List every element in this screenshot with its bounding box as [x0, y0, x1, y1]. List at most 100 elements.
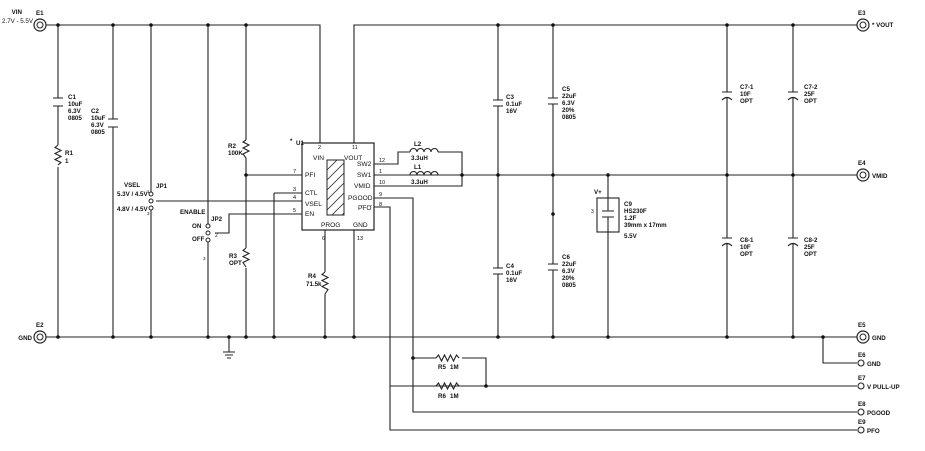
terminal-e1[interactable]: E1 VIN 2.7V - 5.5V — [2, 9, 47, 32]
svg-text:1: 1 — [379, 169, 382, 175]
svg-text:C7-2: C7-2 — [804, 84, 818, 91]
svg-text:4.8V / 4.5V: 4.8V / 4.5V — [117, 206, 148, 213]
svg-text:CTL: CTL — [305, 190, 318, 197]
svg-text:3: 3 — [147, 211, 150, 216]
svg-text:L2: L2 — [414, 141, 422, 148]
svg-text:R3: R3 — [229, 253, 237, 260]
jumper-jp2[interactable]: ENABLE JP2 ON OFF 2 3 — [180, 209, 223, 261]
svg-text:6.3V: 6.3V — [562, 100, 576, 107]
svg-text:PFO: PFO — [358, 205, 372, 212]
svg-text:100K: 100K — [228, 150, 243, 157]
terminal-e5-ref: E5 — [858, 322, 866, 329]
svg-text:VMID: VMID — [354, 183, 371, 190]
svg-text:3: 3 — [591, 209, 594, 215]
svg-text:SW1: SW1 — [357, 172, 372, 179]
svg-text:10F: 10F — [740, 91, 751, 98]
svg-text:1M: 1M — [450, 364, 459, 371]
terminal-e9-label: PFO — [867, 428, 880, 435]
junctions — [56, 23, 825, 388]
svg-text:PFI: PFI — [305, 172, 315, 179]
supercapacitor-c9: V+ 3 C9 HS230F 1.2F 39mm x 17mm 5.5V — [591, 189, 667, 240]
resistor-r4: R4 71.5k — [306, 271, 330, 295]
terminal-e1-sub: 2.7V - 5.5V — [2, 18, 34, 25]
svg-text:R5: R5 — [438, 364, 446, 371]
capacitor-c1: C1 10uF 6.3V 0805 — [53, 94, 83, 122]
svg-text:OPT: OPT — [740, 98, 753, 105]
svg-text:C9: C9 — [624, 201, 632, 208]
svg-text:C3: C3 — [506, 94, 514, 101]
svg-text:HS230F: HS230F — [624, 208, 647, 215]
terminal-e3-label: * VOUT — [872, 22, 894, 29]
inductor-l1: L1 3.3uH — [409, 164, 439, 186]
svg-text:VOUT: VOUT — [344, 155, 362, 162]
svg-text:OFF: OFF — [192, 236, 205, 243]
terminal-e9[interactable]: E9 PFO — [857, 419, 880, 435]
svg-text:R6: R6 — [438, 393, 446, 400]
svg-text:PGOOD: PGOOD — [348, 195, 373, 202]
capacitor-c6: C6 22uF 6.3V 20% 0805 — [548, 254, 577, 289]
svg-text:16V: 16V — [506, 277, 518, 284]
svg-text:3.3uH: 3.3uH — [411, 155, 428, 162]
capacitor-c5: C5 22uF 6.3V 20% 0805 — [548, 86, 577, 121]
resistor-r2: R2 100K — [228, 139, 251, 159]
terminal-e3-ref: E3 — [858, 10, 866, 17]
svg-text:2: 2 — [215, 233, 218, 239]
svg-text:EN: EN — [305, 211, 314, 218]
resistor-r3: R3 OPT — [229, 247, 251, 268]
svg-text:L1: L1 — [414, 164, 422, 171]
terminal-e5[interactable]: E5 GND — [856, 322, 886, 344]
svg-text:6.3V: 6.3V — [68, 108, 82, 115]
terminal-e8[interactable]: E8 PGOOD — [857, 401, 891, 417]
svg-text:OPT: OPT — [804, 98, 817, 105]
svg-text:7: 7 — [293, 169, 296, 175]
terminal-e8-label: PGOOD — [867, 410, 891, 417]
svg-text:VSEL: VSEL — [124, 182, 140, 189]
svg-text:1M: 1M — [450, 393, 459, 400]
terminal-e4[interactable]: E4 VMID — [856, 160, 888, 182]
svg-text:ENABLE: ENABLE — [180, 209, 205, 216]
terminal-e3[interactable]: E3 * VOUT — [856, 10, 894, 32]
svg-text:0805: 0805 — [68, 115, 82, 122]
svg-text:3.3uH: 3.3uH — [411, 179, 428, 186]
svg-text:1: 1 — [65, 158, 69, 165]
svg-text:6.3V: 6.3V — [91, 122, 105, 129]
svg-text:R1: R1 — [65, 150, 73, 157]
svg-text:5: 5 — [293, 208, 296, 214]
svg-text:25F: 25F — [804, 91, 815, 98]
svg-text:C5: C5 — [562, 86, 570, 93]
terminal-e8-ref: E8 — [858, 401, 866, 408]
svg-text:13: 13 — [357, 236, 363, 242]
terminal-e4-label: VMID — [872, 173, 888, 180]
resistor-r6: R6 1M — [435, 381, 460, 400]
svg-text:C7-1: C7-1 — [740, 84, 754, 91]
terminal-e7[interactable]: E7 V PULL-UP — [857, 375, 900, 391]
svg-text:20%: 20% — [562, 275, 575, 282]
capacitor-c8-1: C8-1 10F OPT — [721, 237, 754, 258]
svg-text:GND: GND — [353, 222, 368, 229]
svg-text:VIN: VIN — [313, 155, 324, 162]
svg-text:C6: C6 — [562, 254, 570, 261]
svg-text:11: 11 — [352, 145, 358, 151]
resistor-r5: R5 1M — [435, 353, 460, 371]
resistor-r1: R1 1 — [53, 144, 73, 166]
terminal-e6[interactable]: E6 GND — [857, 352, 881, 368]
terminal-e2[interactable]: E2 GND — [18, 322, 47, 344]
svg-text:0805: 0805 — [562, 282, 576, 289]
capacitor-c4: C4 0.1uF 16V — [493, 263, 522, 284]
svg-text:12: 12 — [379, 158, 385, 164]
svg-text:JP2: JP2 — [211, 216, 223, 223]
svg-text:10uF: 10uF — [91, 115, 106, 122]
terminal-e5-label: GND — [872, 335, 886, 342]
terminal-e1-ref: E1 — [36, 10, 44, 17]
terminal-e9-ref: E9 — [858, 419, 866, 426]
svg-text:OPT: OPT — [740, 251, 753, 258]
terminal-e6-label: GND — [867, 361, 881, 368]
jumper-jp1[interactable]: VSEL JP1 5.3V / 4.5V 4.8V / 4.5V 1 3 — [117, 182, 168, 216]
terminal-e2-label: GND — [18, 335, 32, 342]
svg-text:OPT: OPT — [804, 251, 817, 258]
svg-text:1: 1 — [147, 189, 150, 194]
capacitor-c7-2: C7-2 25F OPT — [787, 84, 818, 105]
svg-text:U1: U1 — [296, 140, 304, 147]
svg-text:0805: 0805 — [91, 129, 105, 136]
